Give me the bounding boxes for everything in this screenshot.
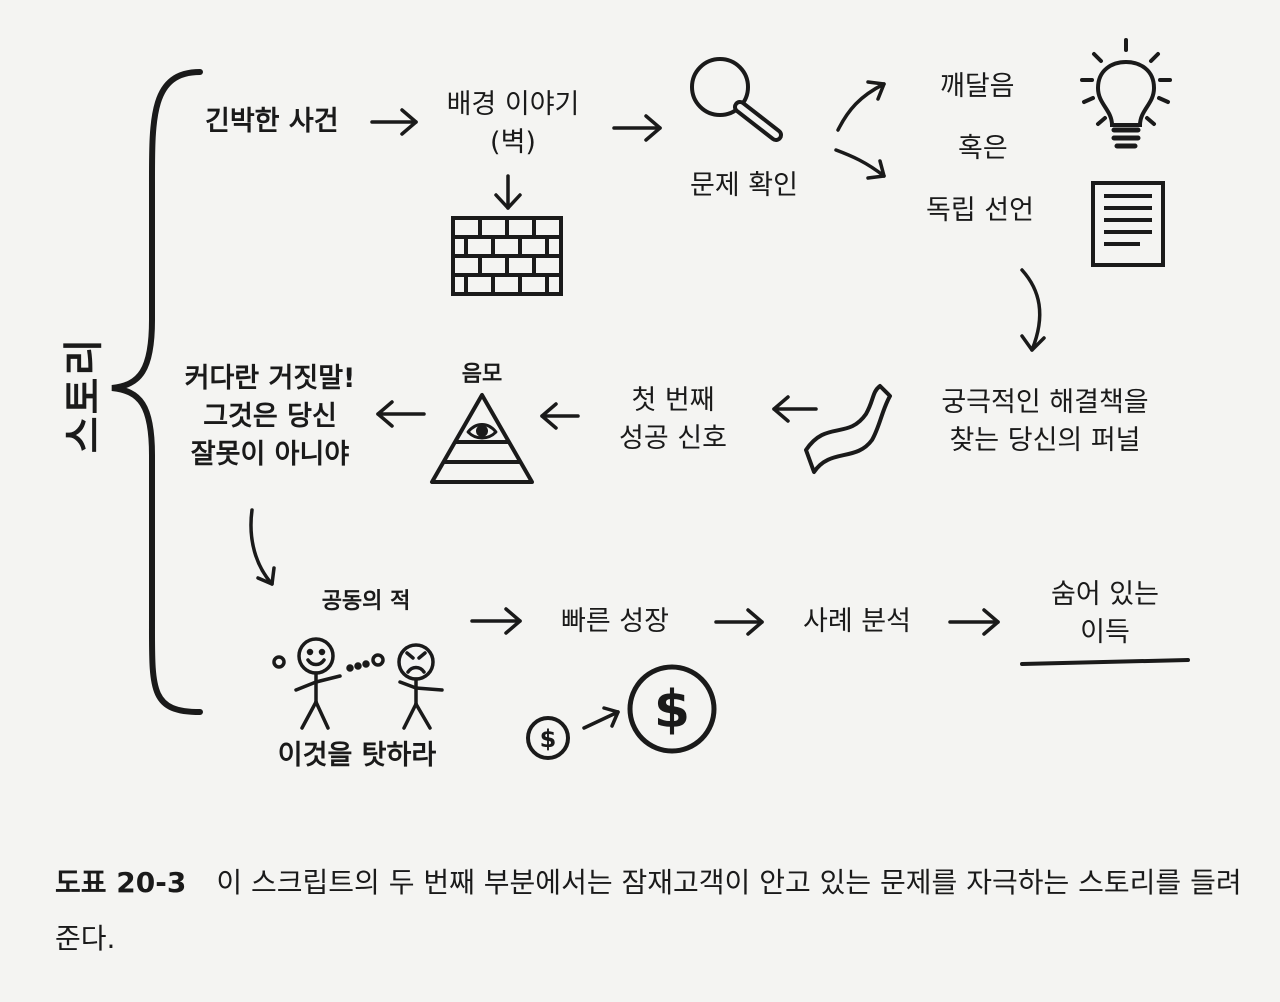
magnifier-icon xyxy=(690,57,783,142)
curly-brace xyxy=(111,69,203,715)
label-case-study: 사례 분석 xyxy=(803,606,911,637)
label-first-success-line1: 첫 번째 xyxy=(631,385,715,416)
label-funnel-line1: 궁극적인 해결책을 xyxy=(941,387,1149,418)
label-funnel-line2: 찾는 당신의 퍼널 xyxy=(949,425,1141,456)
label-hidden-benefit-line2: 이득 xyxy=(1080,617,1130,648)
stick-figures-icon xyxy=(272,637,444,730)
arrow-conspiracy-to-lie xyxy=(376,400,426,428)
hidden-benefit-underline xyxy=(1020,658,1190,666)
lightbulb-icon xyxy=(1080,38,1172,149)
label-backstory-line1: 배경 이야기 xyxy=(446,89,580,120)
arrow-backstory-to-wall xyxy=(494,174,522,210)
vertical-title-text: 스토리 xyxy=(61,336,107,454)
label-first-success: 첫 번째 성공 신호 xyxy=(598,382,748,458)
figure-number: 도표 20-3 xyxy=(55,866,187,899)
caption-text: 이 스크립트의 두 번째 부분에서는 잠재고객이 안고 있는 문제를 자극하는 … xyxy=(55,866,1242,955)
label-fast-growth: 빠른 성장 xyxy=(561,606,669,637)
arrow-case-to-hidden xyxy=(948,608,1000,636)
svg-text:$: $ xyxy=(654,680,690,740)
label-big-lie-line2: 그것은 당신 xyxy=(203,401,337,432)
svg-text:$: $ xyxy=(540,725,557,753)
label-funnel: 궁극적인 해결책을 찾는 당신의 퍼널 xyxy=(920,384,1170,460)
label-hidden-benefit-line1: 숨어 있는 xyxy=(1051,579,1159,610)
arrow-enemy-to-growth xyxy=(470,607,522,635)
arrow-problem-to-epiphany-down xyxy=(834,148,886,180)
label-inciting-incident: 긴박한 사건 xyxy=(205,106,339,137)
brick-wall-icon xyxy=(451,216,563,296)
label-big-lie: 커다란 거짓말! 그것은 당신 잘못이 아니야 xyxy=(160,360,380,474)
label-hidden-benefit: 숨어 있는 이득 xyxy=(1030,576,1180,652)
arrow-lie-to-enemy xyxy=(249,508,276,586)
label-common-enemy: 공동의 적 xyxy=(321,589,411,614)
label-backstory-line2: (벽) xyxy=(490,127,536,158)
label-epiphany-line2: 혹은 xyxy=(958,133,1008,164)
document-icon xyxy=(1091,181,1165,267)
label-big-lie-line1: 커다란 거짓말! xyxy=(184,363,356,394)
arrow-funnel-to-success xyxy=(772,395,818,423)
label-big-lie-line3: 잘못이 아니야 xyxy=(190,439,350,470)
arrow-epiphany-to-funnel xyxy=(1020,268,1046,352)
pyramid-eye-icon xyxy=(430,393,534,484)
label-blame-it: 이것을 탓하라 xyxy=(277,740,437,771)
arrow-problem-to-epiphany-up xyxy=(836,80,886,132)
label-problem-identified: 문제 확인 xyxy=(690,170,798,201)
vertical-title: 스토리 xyxy=(50,330,110,460)
label-backstory: 배경 이야기 (벽) xyxy=(438,86,588,162)
label-epiphany-line1: 깨달음 xyxy=(940,71,1015,102)
label-epiphany-line3: 독립 선언 xyxy=(926,195,1034,226)
coin-large-icon: $ xyxy=(627,664,717,754)
arrow-coin-small-to-large xyxy=(582,706,620,730)
label-conspiracy: 음모 xyxy=(461,362,503,387)
coin-small-icon: $ xyxy=(526,716,570,760)
label-first-success-line2: 성공 신호 xyxy=(619,423,727,454)
funnel-ribbon-icon xyxy=(804,384,892,474)
arrow-incident-to-backstory xyxy=(370,108,418,136)
arrow-backstory-to-problem xyxy=(612,114,662,142)
arrow-success-to-conspiracy xyxy=(540,402,580,430)
arrow-growth-to-case xyxy=(714,608,764,636)
